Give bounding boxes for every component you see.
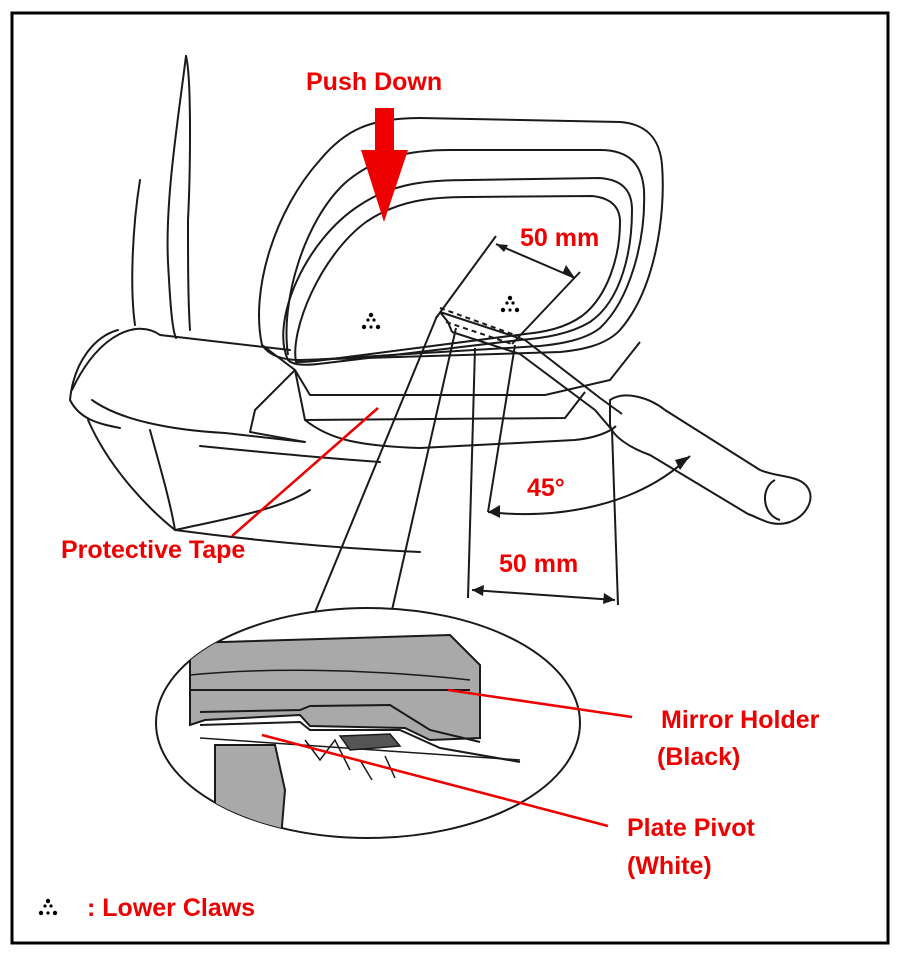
protective-tape-label: Protective Tape [61,536,246,564]
claw-marker-left-icon [361,312,381,330]
legend-claw-icon [38,898,58,916]
dimension-top-label: 50 mm [520,224,600,252]
dimension-top-50mm [435,235,581,345]
push-down-arrow [361,108,408,222]
angle-dimension [467,344,691,606]
plate-pivot-sublabel: (White) [627,852,712,880]
angle-label: 45° [527,474,565,502]
mirror-holder-sublabel: (Black) [657,743,741,771]
mirror-holder-leader [447,688,633,719]
mirror-housing [249,117,664,449]
plate-pivot-leader [261,733,609,828]
screwdriver [439,311,812,525]
outer-frame [10,11,890,945]
legend-label: : Lower Claws [87,894,256,922]
protective-tape-leader [231,407,379,537]
door-line-art [69,55,421,553]
detail-circle [155,607,581,839]
leader-lines [231,407,633,828]
push-down-label: Push Down [306,68,443,96]
mirror-holder-label: Mirror Holder [661,706,820,734]
magnifier-lines [312,315,457,618]
dimension-bottom-label: 50 mm [499,550,579,578]
claw-marker-right-icon [500,295,520,313]
plate-pivot-label: Plate Pivot [627,814,755,842]
